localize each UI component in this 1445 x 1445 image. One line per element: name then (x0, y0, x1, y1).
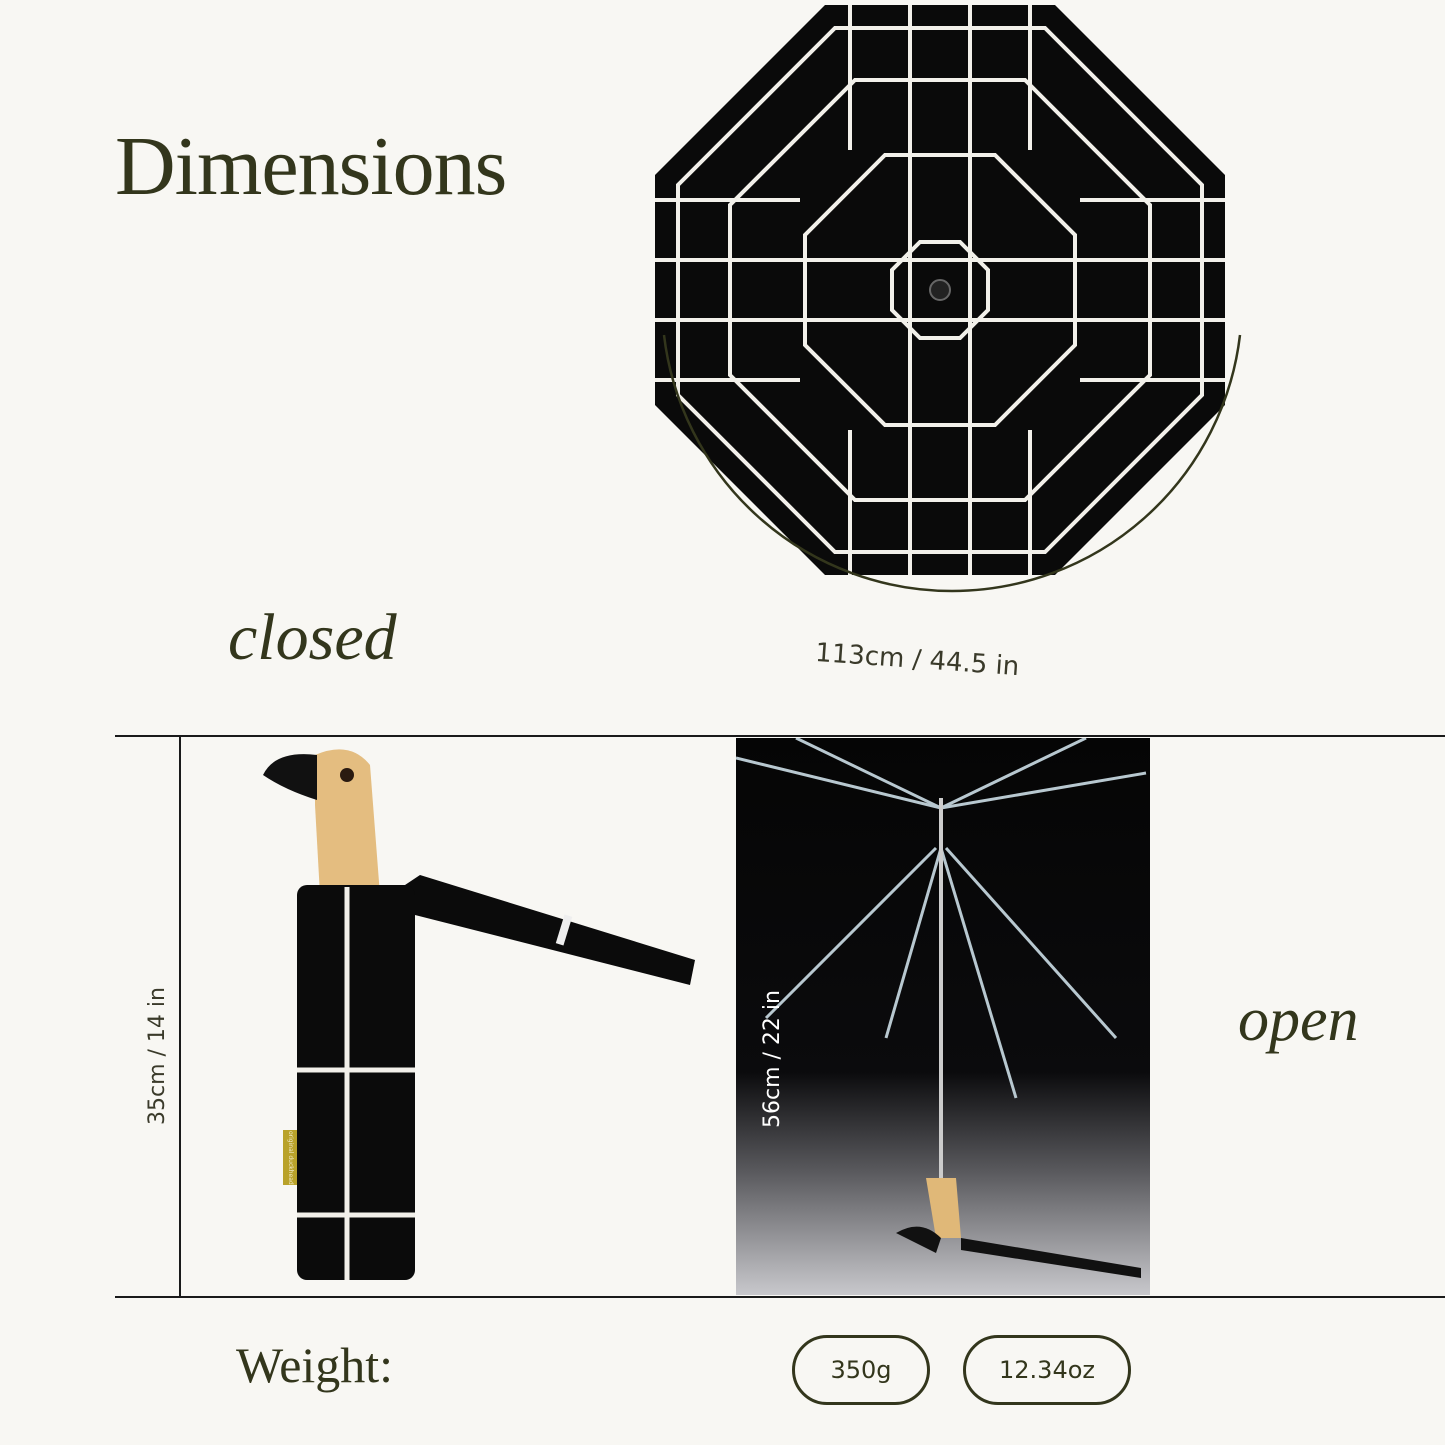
canopy-tip (929, 279, 951, 301)
handle (926, 1178, 961, 1238)
closed-length-label: 35cm / 14 in (145, 987, 170, 1125)
closed-label: closed (228, 601, 397, 674)
weight-grams-badge: 350g (792, 1335, 930, 1405)
height-marker-line (179, 736, 181, 1297)
umbrella-top-view (655, 5, 1242, 593)
open-length-label: 56cm / 22 in (760, 990, 785, 1128)
brand-tag (283, 1130, 297, 1185)
wrist-strap (405, 875, 695, 985)
open-umbrella-illustration (736, 738, 1147, 1278)
open-umbrella-photo (736, 738, 1150, 1295)
closed-canopy (297, 885, 415, 1280)
weight-ounces-badge: 12.34oz (963, 1335, 1131, 1405)
open-label: open (1238, 986, 1359, 1054)
brand-tag-text: original duckhead (287, 1131, 294, 1185)
duck-beak (263, 754, 317, 800)
divider-top (115, 735, 1445, 737)
duck-head-handle (315, 749, 380, 895)
diameter-arc (662, 334, 1242, 593)
divider-bottom (115, 1296, 1445, 1298)
weight-label: Weight: (236, 1337, 394, 1393)
closed-umbrella-photo (263, 749, 695, 1280)
page-title: Dimensions (115, 120, 507, 213)
diameter-label: 113cm / 44.5 in (814, 637, 1021, 683)
grid-pattern (655, 5, 1225, 575)
